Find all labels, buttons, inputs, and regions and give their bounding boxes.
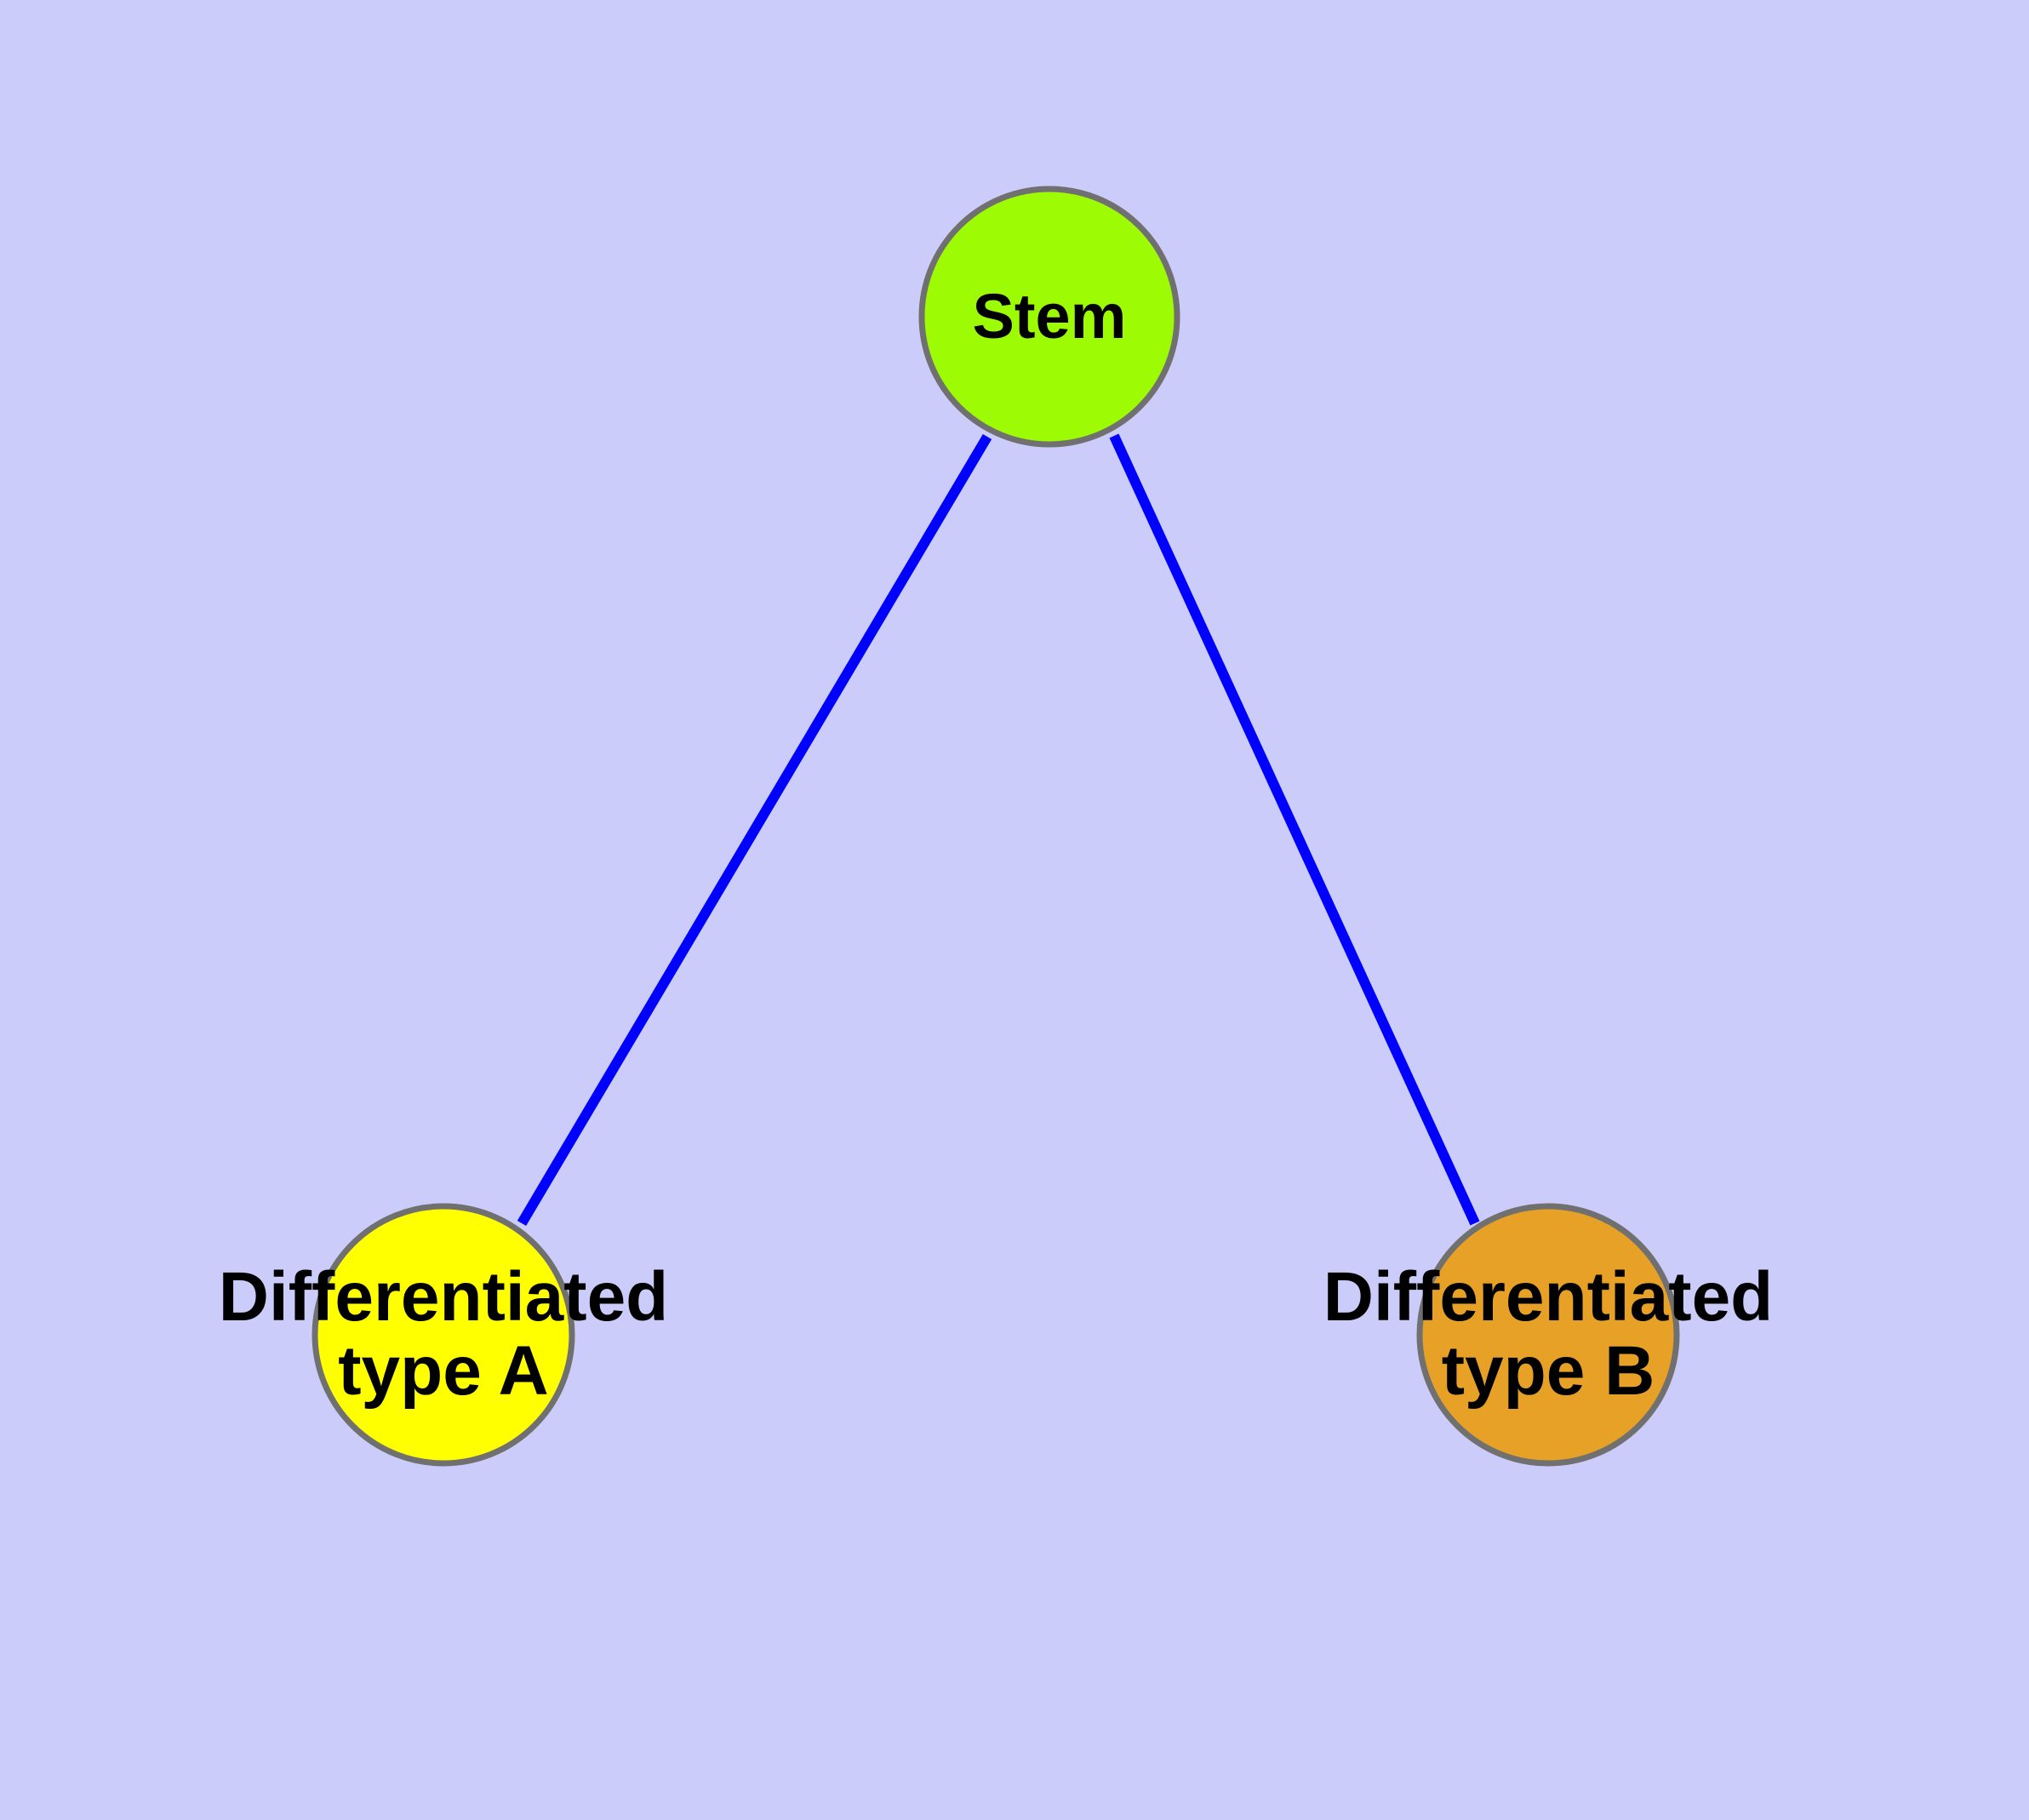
node-differentiated-type-a[interactable] [311, 1203, 575, 1467]
node-differentiated-type-b[interactable] [1416, 1203, 1680, 1467]
node-stem[interactable] [918, 186, 1180, 448]
edge-stem-to-differentiated-b[interactable] [1109, 433, 1480, 1226]
edges-layer [517, 433, 1480, 1227]
nodes-layer [311, 186, 1680, 1467]
edge-stem-to-differentiated-a[interactable] [517, 433, 992, 1227]
